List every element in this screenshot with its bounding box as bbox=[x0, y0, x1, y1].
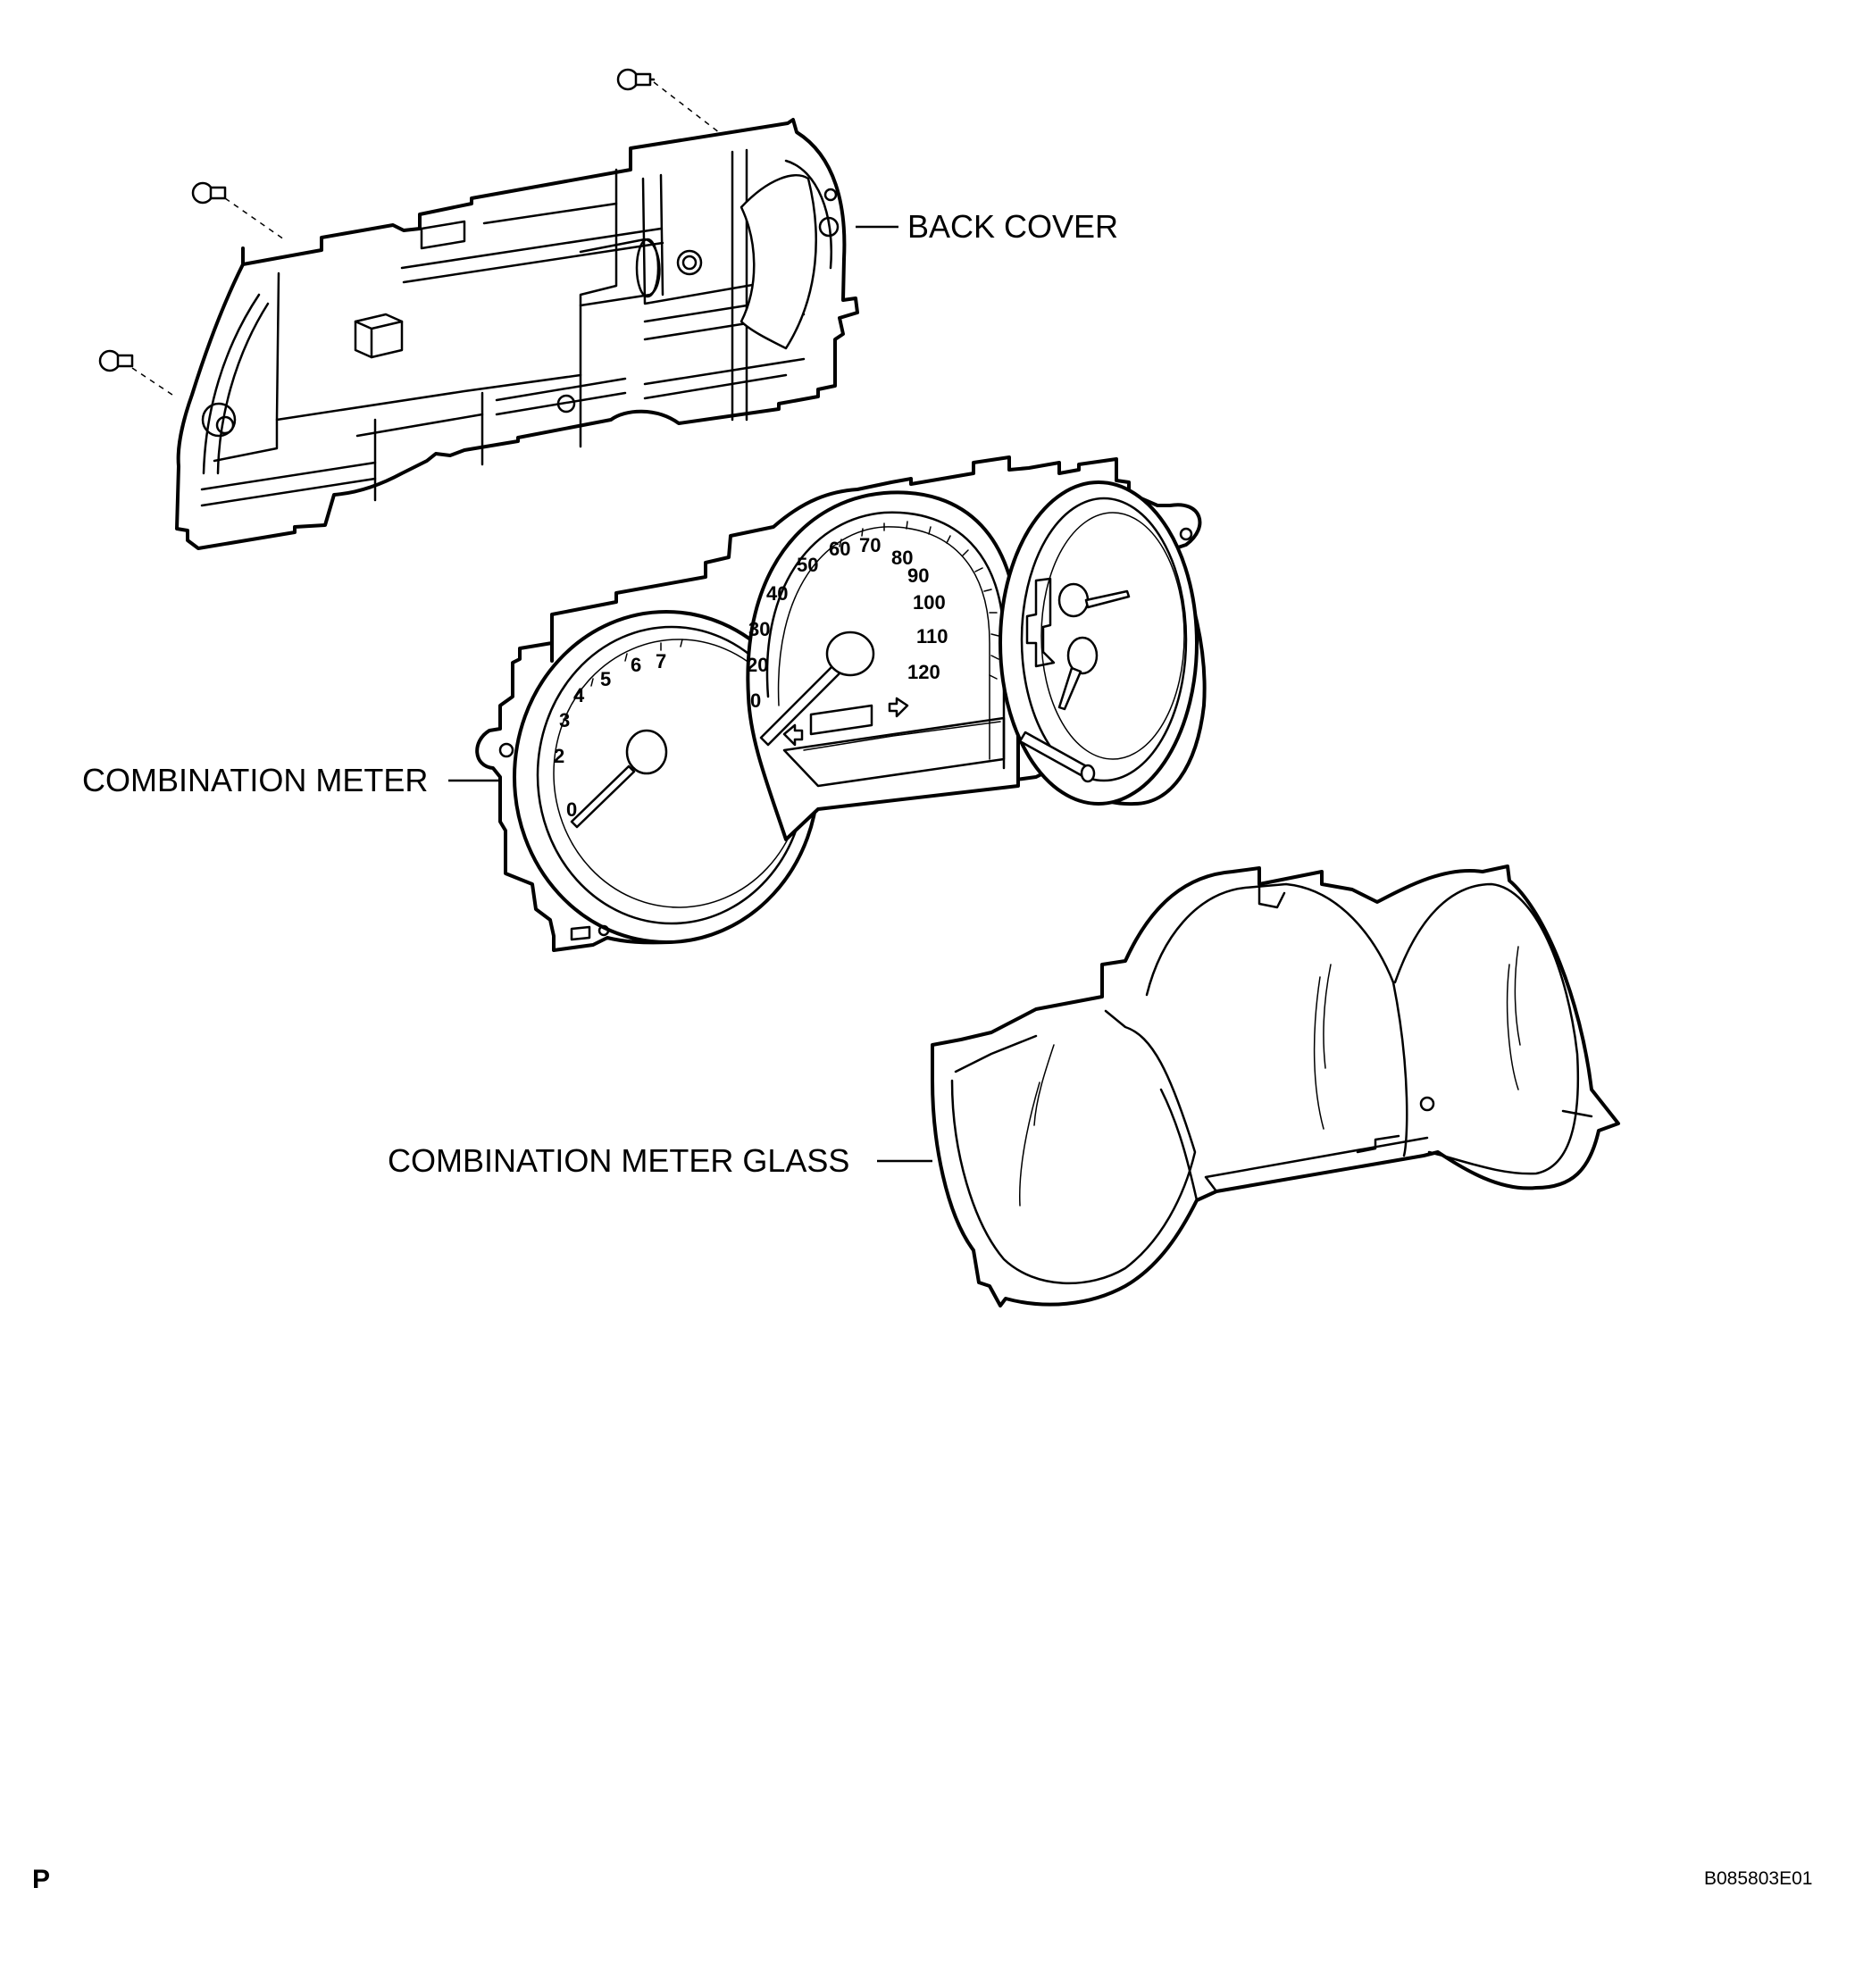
speed-scale-70: 70 bbox=[859, 534, 881, 556]
combination-meter-label: COMBINATION METER bbox=[82, 762, 428, 798]
tach-scale-2: 2 bbox=[554, 745, 564, 767]
speed-scale-30: 30 bbox=[748, 618, 770, 640]
speed-scale-0: 0 bbox=[750, 689, 761, 712]
combination-meter-glass-part bbox=[931, 865, 1620, 1307]
screw-icon-left-upper bbox=[191, 181, 227, 205]
screw-guide-line bbox=[653, 81, 724, 137]
speed-scale-90: 90 bbox=[907, 564, 929, 587]
tach-scale-6: 6 bbox=[631, 654, 641, 676]
back-cover-part bbox=[175, 118, 859, 550]
speed-scale-40: 40 bbox=[766, 582, 788, 605]
combination-meter-glass-label: COMBINATION METER GLASS bbox=[388, 1142, 849, 1179]
speed-scale-110: 110 bbox=[916, 625, 948, 647]
tach-scale-5: 5 bbox=[600, 668, 611, 690]
speed-scale-60: 60 bbox=[829, 538, 850, 560]
speed-scale-50: 50 bbox=[797, 554, 818, 576]
screw-guide-line bbox=[131, 367, 176, 397]
tach-scale-7: 7 bbox=[656, 650, 666, 672]
speed-scale-100: 100 bbox=[913, 591, 946, 614]
tach-scale-3: 3 bbox=[559, 709, 570, 731]
figure-code: B085803E01 bbox=[1704, 1868, 1812, 1889]
screw-guide-line bbox=[224, 197, 285, 240]
tach-scale-4: 4 bbox=[573, 684, 585, 706]
screw-icon-left-lower bbox=[98, 349, 134, 372]
speed-scale-120: 120 bbox=[907, 661, 940, 683]
speed-scale-80: 80 bbox=[891, 547, 913, 569]
speed-scale-20: 20 bbox=[747, 654, 768, 676]
tach-scale-0: 0 bbox=[566, 798, 577, 821]
corner-mark: P bbox=[32, 1865, 50, 1894]
screw-icon-top bbox=[616, 68, 656, 91]
back-cover-label: BACK COVER bbox=[907, 208, 1118, 245]
combination-meter-part: 0 20 30 40 50 60 70 80 90 100 110 120 0 … bbox=[475, 455, 1207, 952]
